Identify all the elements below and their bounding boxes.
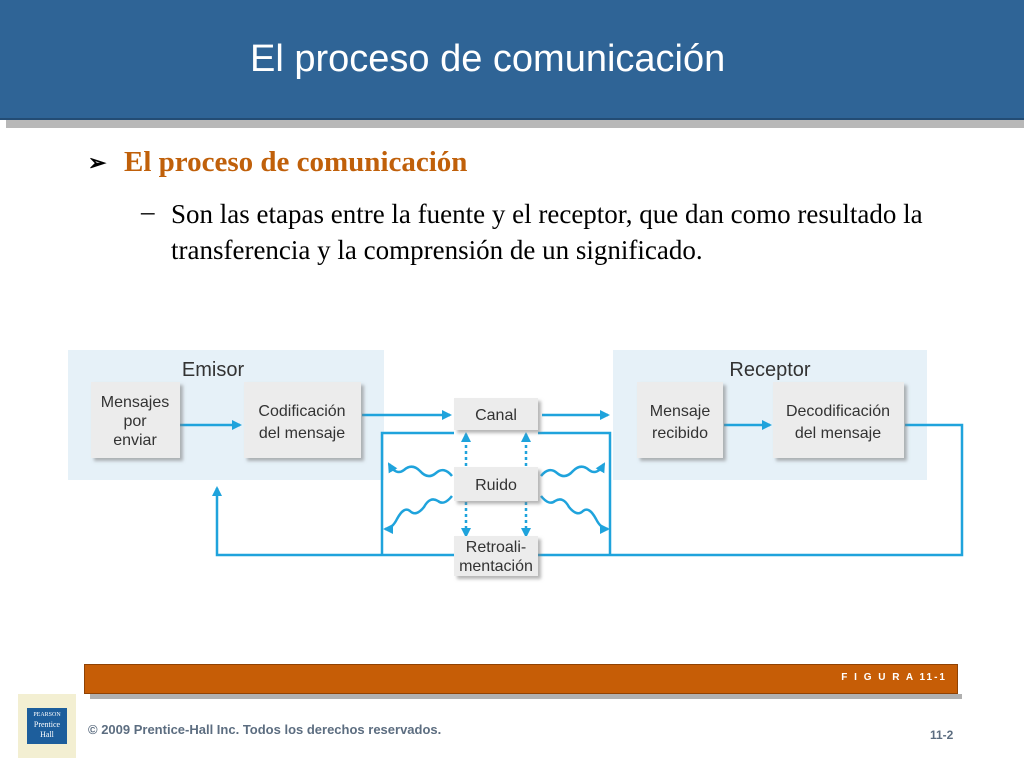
noise-wave-lower-right [540, 495, 610, 534]
noise-frame-right [538, 431, 612, 555]
box-retro-line1: Retroali- [466, 539, 526, 556]
page-number: 11-2 [930, 728, 954, 742]
box-mensajes-line3: enviar [113, 432, 157, 449]
bullet-heading: ➢ El proceso de comunicación [88, 146, 467, 179]
box-codificacion-line1: Codificación [258, 403, 345, 420]
publisher-logo: PEARSON Prentice Hall [18, 694, 76, 758]
logo-line2: Hall [40, 730, 54, 739]
arrow-bullet-icon: ➢ [88, 149, 107, 175]
sub-bullet-text: Son las etapas entre la fuente y el rece… [171, 199, 923, 265]
box-canal-text: Canal [475, 407, 517, 424]
sender-title: Emisor [182, 359, 245, 381]
box-codificacion [244, 382, 361, 458]
figure-label: F I G U R A 11-1 [841, 672, 947, 683]
feedback-loop-line [212, 423, 964, 557]
box-mensaje-recibido [637, 382, 723, 458]
box-canal [454, 398, 538, 430]
communication-diagram: Emisor Receptor Mensajes por enviar Codi… [68, 350, 964, 576]
box-retro-line2: mentación [459, 558, 533, 575]
logo-top-text: PEARSON [33, 712, 61, 718]
box-codificacion-line2: del mensaje [259, 425, 345, 442]
copyright-text: © 2009 Prentice-Hall Inc. Todos los dere… [88, 722, 442, 737]
box-mensajes-line1: Mensajes [101, 394, 169, 411]
publisher-logo-mark: PEARSON Prentice Hall [27, 708, 67, 744]
slide-title: El proceso de comunicación [250, 38, 726, 80]
box-mensaje-recibido-line2: recibido [652, 425, 708, 442]
logo-line1: Prentice [33, 720, 61, 729]
box-ruido-text: Ruido [475, 477, 517, 494]
box-mensajes-line2: por [123, 413, 147, 430]
figure-bar-shadow [90, 694, 962, 699]
noise-wave-lower-left [383, 495, 453, 534]
noise-wave-upper-right [540, 462, 606, 478]
title-bar-shadow [6, 120, 1024, 128]
box-mensajes-por-enviar [91, 382, 180, 458]
box-ruido [454, 467, 538, 501]
receiver-title: Receptor [729, 359, 810, 381]
noise-frame-left [380, 431, 454, 555]
box-mensaje-recibido-line1: Mensaje [650, 403, 711, 420]
figure-bar: F I G U R A 11-1 [84, 664, 958, 694]
noise-wave-upper-left [387, 462, 453, 478]
sub-bullet-dash: – [141, 196, 155, 226]
box-decodificacion-line1: Decodificación [786, 403, 890, 420]
box-decodificacion-line2: del mensaje [795, 425, 881, 442]
bullet-heading-text: El proceso de comunicación [124, 146, 468, 178]
box-decodificacion [773, 382, 904, 458]
title-bar [0, 0, 1024, 120]
box-retroalimentacion [454, 536, 538, 576]
